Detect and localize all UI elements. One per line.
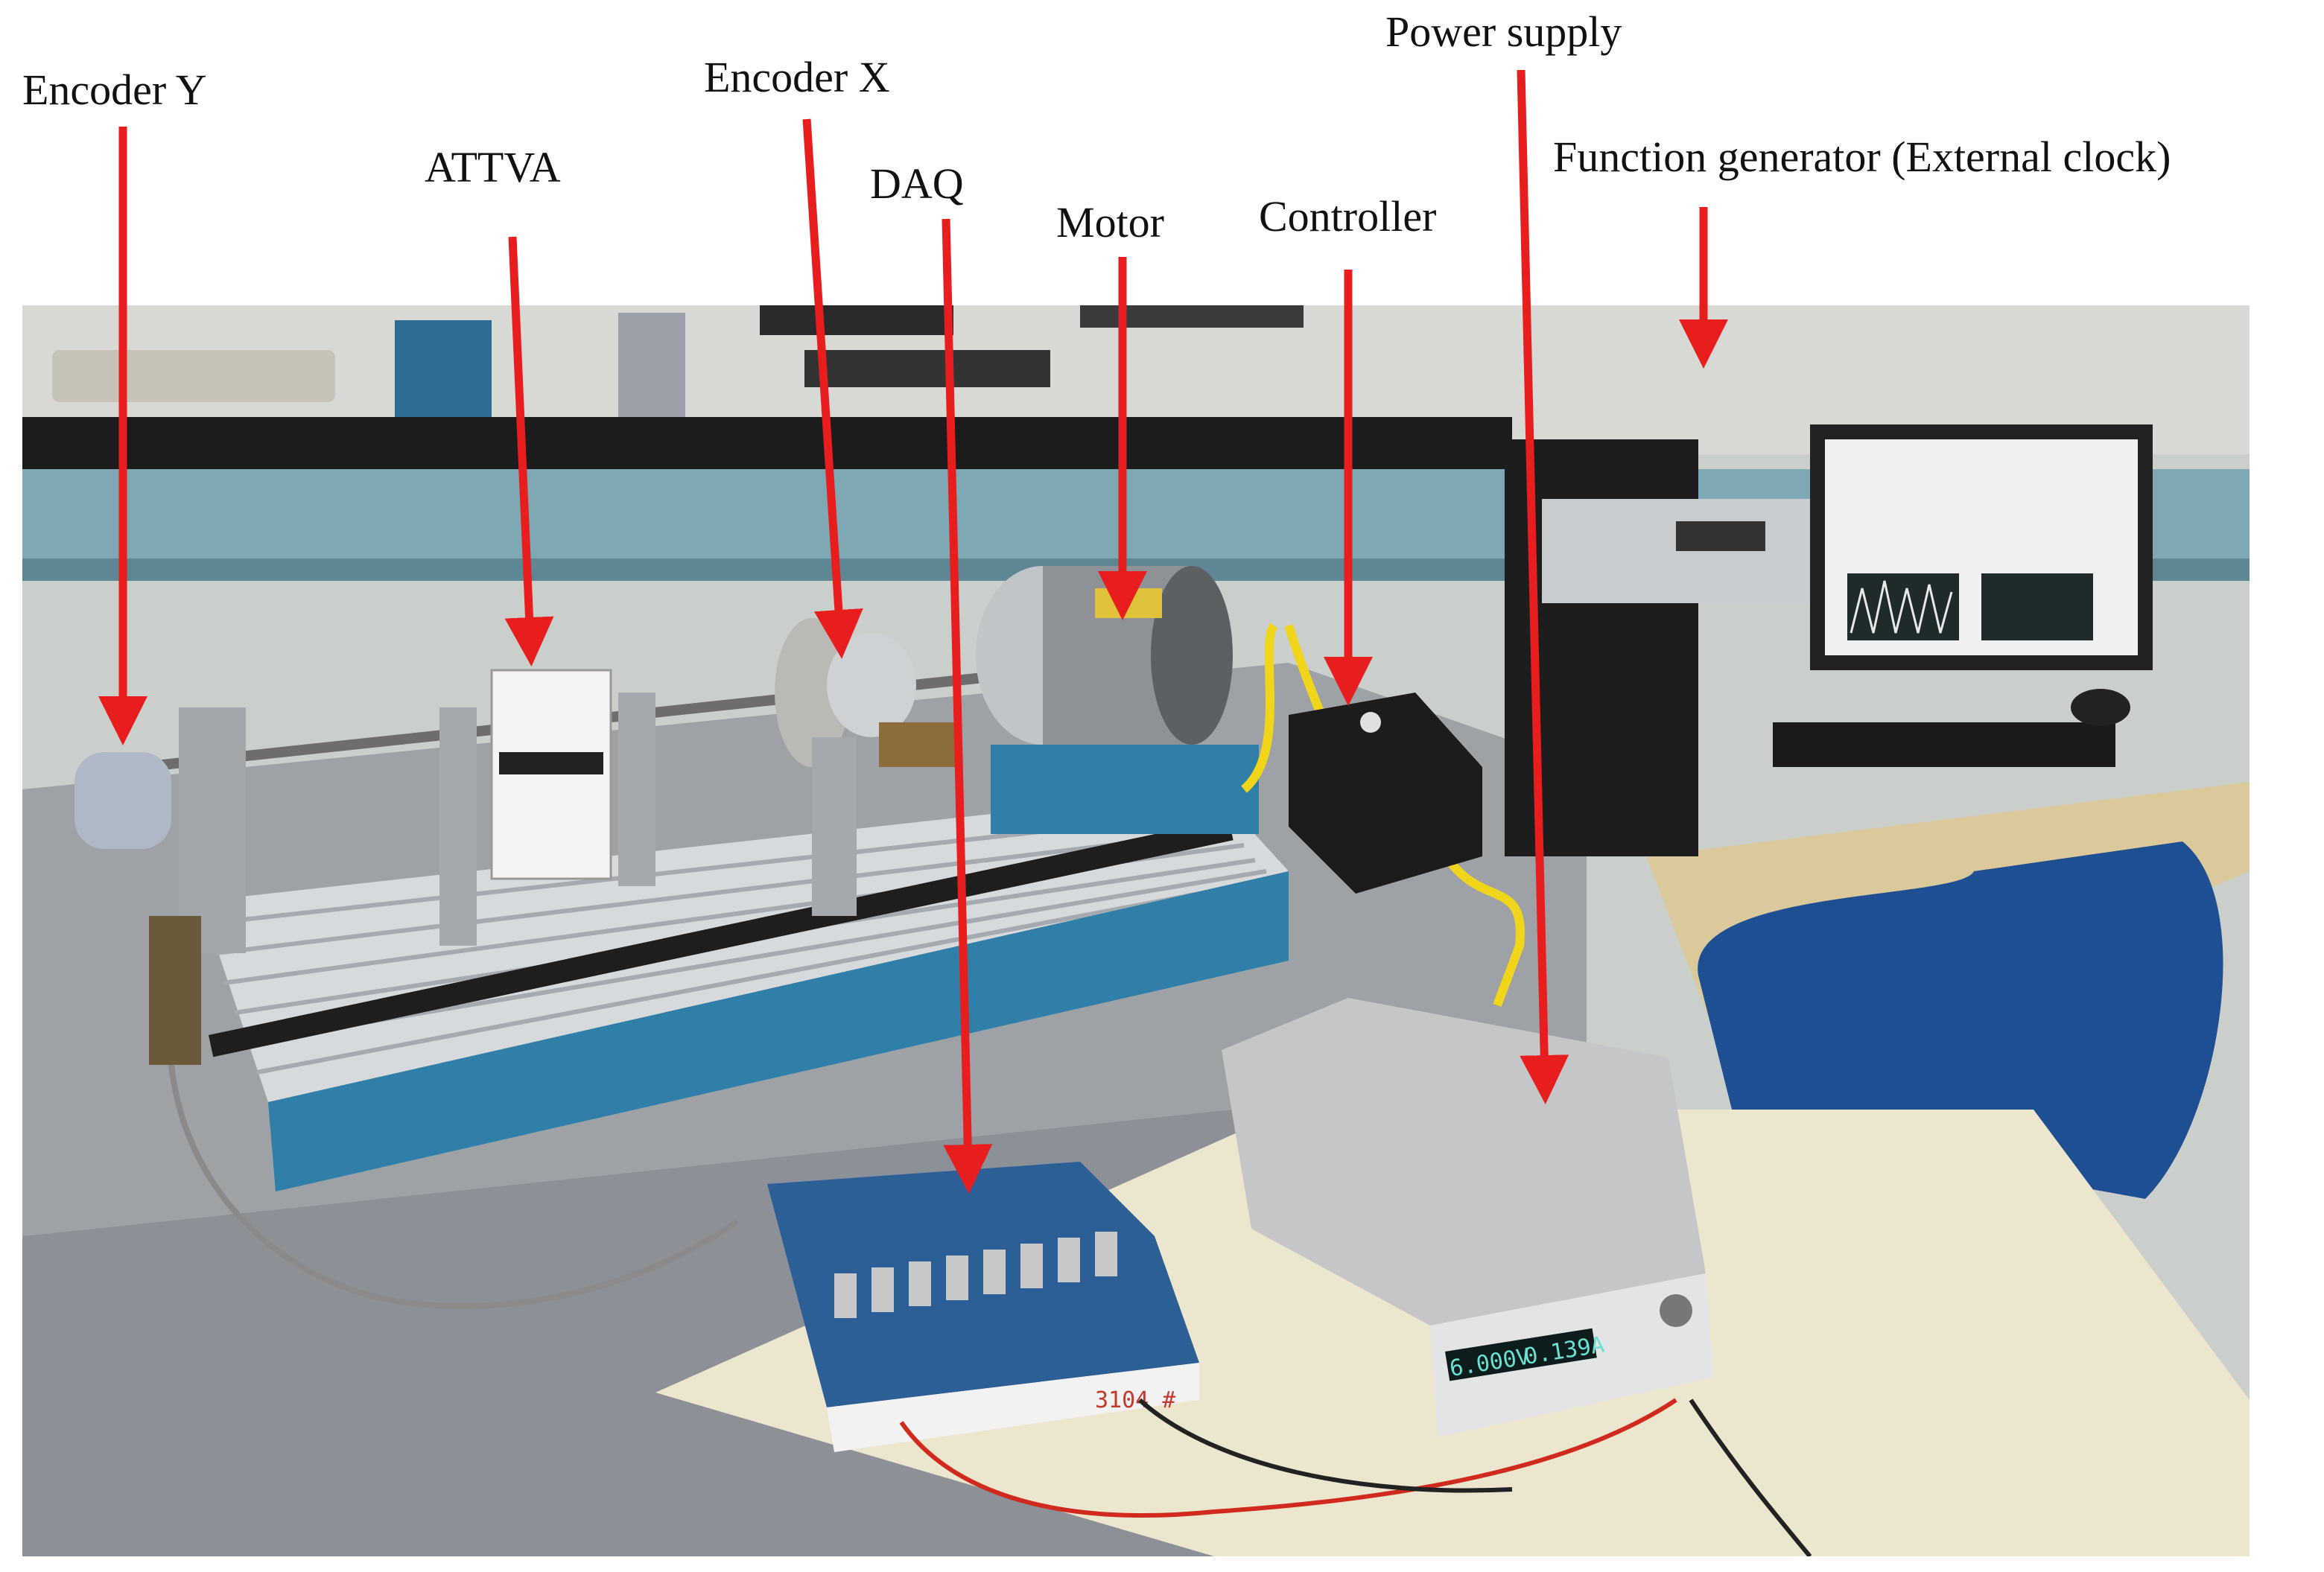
lab-setup-photo: 3104 # 6.000V 0.139A [22,305,2250,1556]
label-controller: Controller [1259,192,1437,241]
label-power-supply: Power supply [1385,7,1622,56]
label-attva: ATTVA [425,143,561,191]
label-motor: Motor [1056,198,1164,246]
label-function-generator: Function generator (External clock) [1553,133,2171,181]
lab-setup-illustration: 3104 # 6.000V 0.139A [22,305,2250,1556]
label-daq: DAQ [870,159,964,208]
label-encoder-x: Encoder X [704,53,890,101]
daq-tag: 3104 # [1095,1387,1175,1413]
label-encoder-y: Encoder Y [22,66,207,114]
